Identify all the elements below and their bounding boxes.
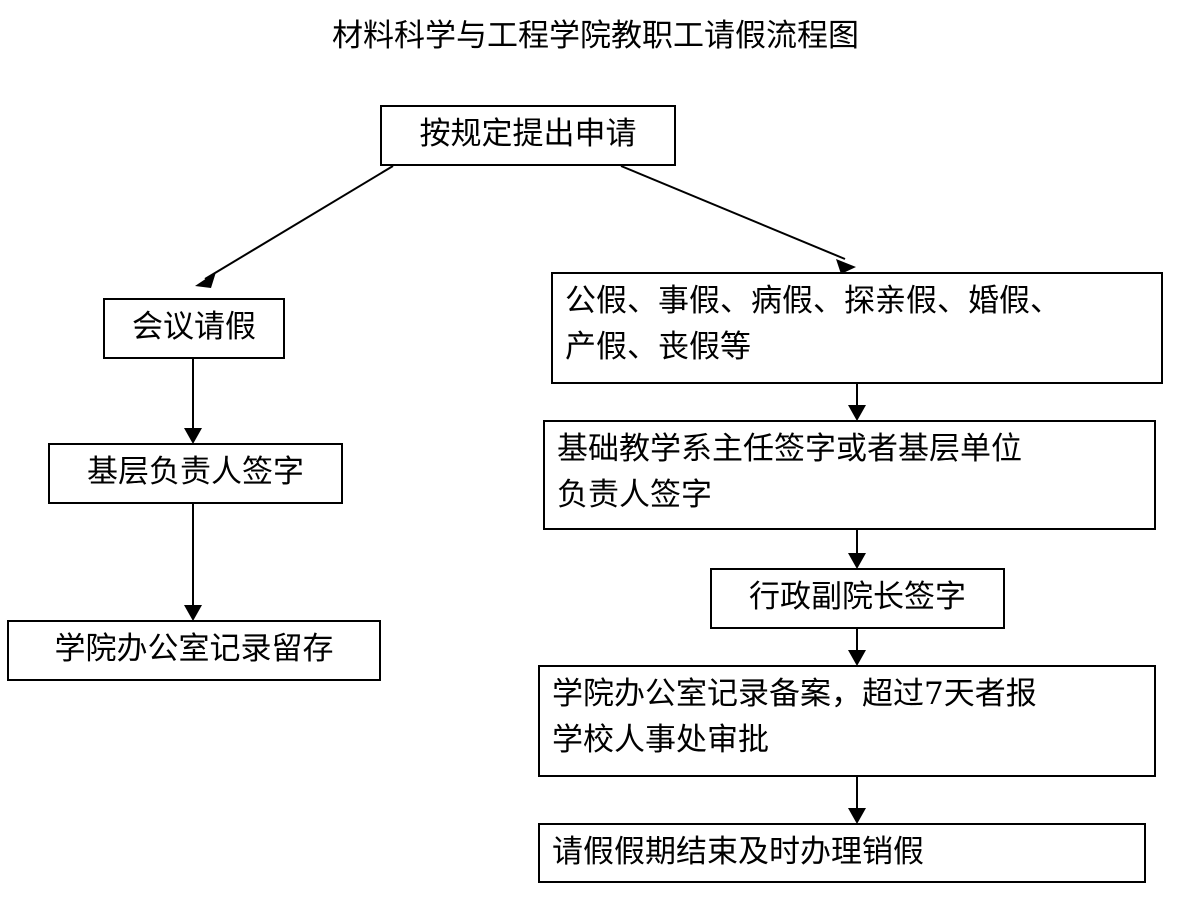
edge-grassroots-sign-to-office-record-keep <box>184 504 202 621</box>
node-leave-types[interactable]: 公假、事假、病假、探亲假、婚假、 产假、丧假等 <box>551 272 1163 384</box>
node-dept-head-sign[interactable]: 基础教学系主任签字或者基层单位 负责人签字 <box>543 420 1156 530</box>
edge-start-to-meeting-leave <box>195 165 394 288</box>
edge-office-record-file-to-end-leave <box>848 776 866 824</box>
node-grassroots-sign-label: 基层负责人签字 <box>87 454 304 490</box>
edge-leave-types-to-dept-head-sign <box>848 383 866 421</box>
node-start[interactable]: 按规定提出申请 <box>380 105 676 166</box>
node-office-record-file[interactable]: 学院办公室记录备案，超过7天者报 学校人事处审批 <box>538 665 1156 777</box>
node-dept-head-sign-label: 基础教学系主任签字或者基层单位 负责人签字 <box>557 431 1022 513</box>
node-office-record-file-label: 学院办公室记录备案，超过7天者报 学校人事处审批 <box>552 676 1037 758</box>
node-vice-dean-sign[interactable]: 行政副院长签字 <box>710 568 1005 629</box>
node-end-leave[interactable]: 请假假期结束及时办理销假 <box>538 823 1146 883</box>
page-title: 材料科学与工程学院教职工请假流程图 <box>332 18 859 54</box>
node-end-leave-label: 请假假期结束及时办理销假 <box>552 834 924 870</box>
node-start-label: 按规定提出申请 <box>419 116 637 152</box>
node-meeting-leave-label: 会议请假 <box>132 309 256 345</box>
node-vice-dean-sign-label: 行政副院长签字 <box>749 579 966 615</box>
node-office-record-keep[interactable]: 学院办公室记录留存 <box>7 620 381 681</box>
edge-start-to-leave-types <box>620 165 856 274</box>
edge-dept-head-sign-to-vice-dean-sign <box>848 529 866 569</box>
node-leave-types-label: 公假、事假、病假、探亲假、婚假、 产假、丧假等 <box>565 283 1061 365</box>
edge-meeting-leave-to-grassroots-sign <box>184 358 202 444</box>
node-grassroots-sign[interactable]: 基层负责人签字 <box>48 443 343 504</box>
edge-vice-dean-sign-to-office-record-file <box>848 628 866 666</box>
node-office-record-keep-label: 学院办公室记录留存 <box>54 631 334 667</box>
node-meeting-leave[interactable]: 会议请假 <box>103 298 285 359</box>
